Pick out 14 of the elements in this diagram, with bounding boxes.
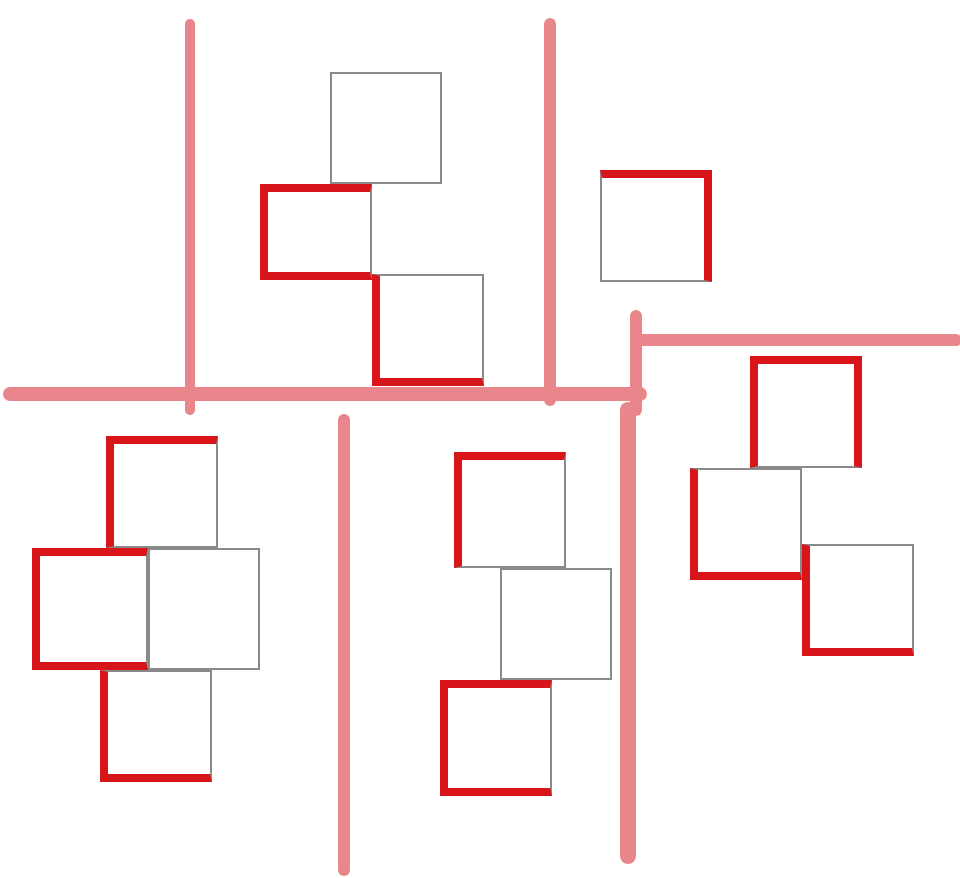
square xyxy=(330,72,442,184)
square xyxy=(440,680,552,796)
square xyxy=(690,468,802,580)
square xyxy=(32,548,148,670)
square xyxy=(100,670,212,782)
square xyxy=(372,274,484,386)
square xyxy=(500,568,612,680)
square xyxy=(260,184,372,280)
square xyxy=(454,452,566,568)
square xyxy=(600,170,712,282)
square xyxy=(750,356,862,468)
square xyxy=(148,548,260,670)
square xyxy=(106,436,218,548)
square xyxy=(802,544,914,656)
